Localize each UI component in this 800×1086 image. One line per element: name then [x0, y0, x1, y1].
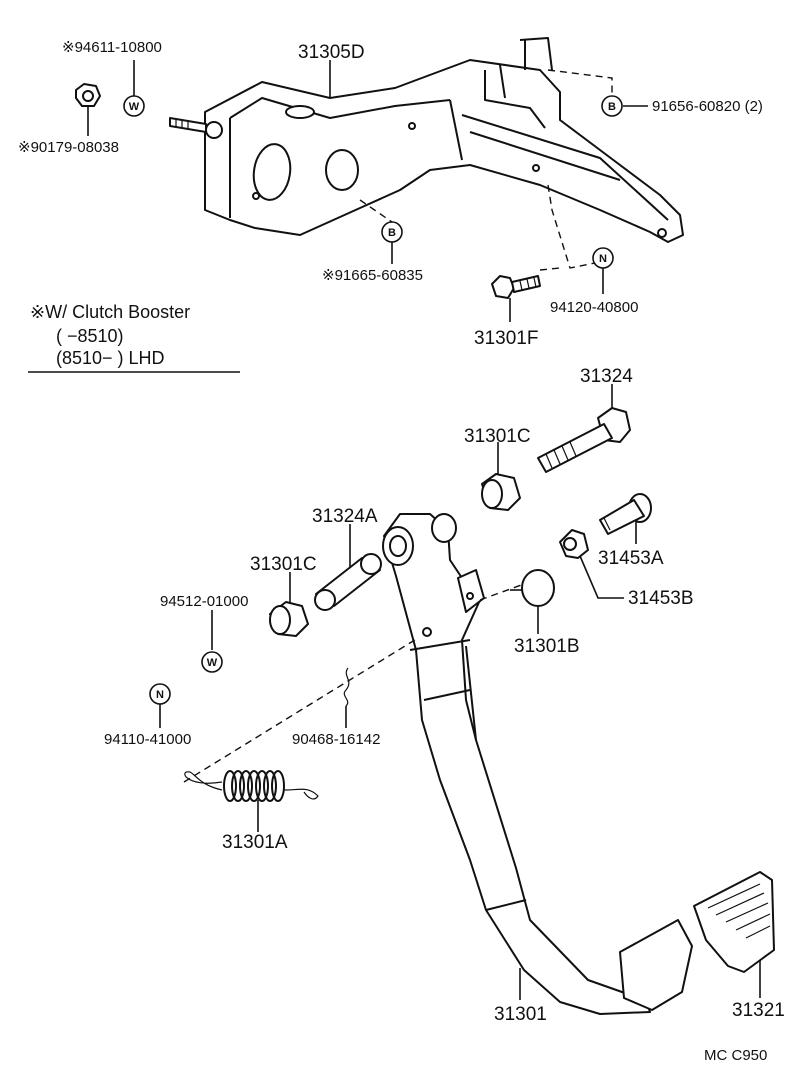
relation-lines: [183, 69, 613, 783]
label-94120-40800: 94120-40800: [550, 299, 638, 316]
svg-text:W: W: [207, 657, 218, 669]
bushing-31301C-upper: [481, 473, 521, 511]
label-31301C-upper: 31301C: [464, 426, 531, 447]
figure-code: MC C950: [704, 1047, 767, 1064]
note-block: ※W/ Clutch Booster ( −8510) (8510− ) LHD: [28, 302, 240, 373]
clutch-pedal-arm: [382, 513, 693, 1015]
leader-lines: [87, 60, 761, 1000]
return-spring-31301A: [184, 770, 319, 802]
bolt-31324: [537, 407, 631, 473]
label-31301: 31301: [494, 1004, 547, 1025]
svg-text:B: B: [608, 101, 616, 113]
pedal-bracket: [169, 37, 684, 243]
svg-text:N: N: [156, 689, 164, 701]
label-91665-60835: ※91665-60835: [322, 267, 423, 284]
nut-90179: [75, 83, 101, 107]
svg-text:N: N: [599, 253, 607, 265]
bushing-31301C-lower: [269, 601, 309, 637]
label-31453B: 31453B: [628, 588, 694, 609]
label-91656-60820: 91656-60820 (2): [652, 98, 763, 115]
marker-n-lower: N: [149, 683, 171, 705]
note-line-2: ( −8510): [56, 326, 124, 346]
label-94110-41000: 94110-41000: [104, 731, 191, 748]
label-31305D: 31305D: [298, 42, 365, 63]
label-31301F: 31301F: [474, 328, 538, 349]
note-line-3: (8510− ) LHD: [56, 348, 165, 368]
label-31301C-lower: 31301C: [250, 554, 317, 575]
pedal-pad-31321: [693, 871, 775, 973]
bolt-31301F: [491, 275, 541, 299]
marker-b-right: B: [601, 95, 623, 117]
marker-w-lower: W: [201, 651, 223, 673]
svg-text:W: W: [129, 101, 140, 113]
pin-31453A: [599, 493, 652, 535]
label-90468-16142: 90468-16142: [292, 731, 380, 748]
label-31324: 31324: [580, 366, 633, 387]
stopper-31301B: [510, 569, 555, 607]
label-31453A: 31453A: [598, 548, 664, 569]
label-90179-08038: ※90179-08038: [18, 139, 119, 156]
clip-90468: [343, 667, 350, 707]
note-line-1: ※W/ Clutch Booster: [30, 302, 190, 322]
marker-n-top: N: [592, 247, 614, 269]
label-31301A: 31301A: [222, 832, 288, 853]
label-31321: 31321: [732, 1000, 785, 1021]
svg-text:B: B: [388, 227, 396, 239]
collar-31324A: [314, 553, 382, 611]
label-94611-10800: ※94611-10800: [62, 39, 162, 56]
label-31301B: 31301B: [514, 636, 580, 657]
label-31324A: 31324A: [312, 506, 378, 527]
marker-w-top: W: [123, 95, 145, 117]
marker-b-bottom: B: [381, 221, 403, 243]
bush-31453B: [559, 529, 589, 559]
label-94512-01000: 94512-01000: [160, 593, 248, 610]
